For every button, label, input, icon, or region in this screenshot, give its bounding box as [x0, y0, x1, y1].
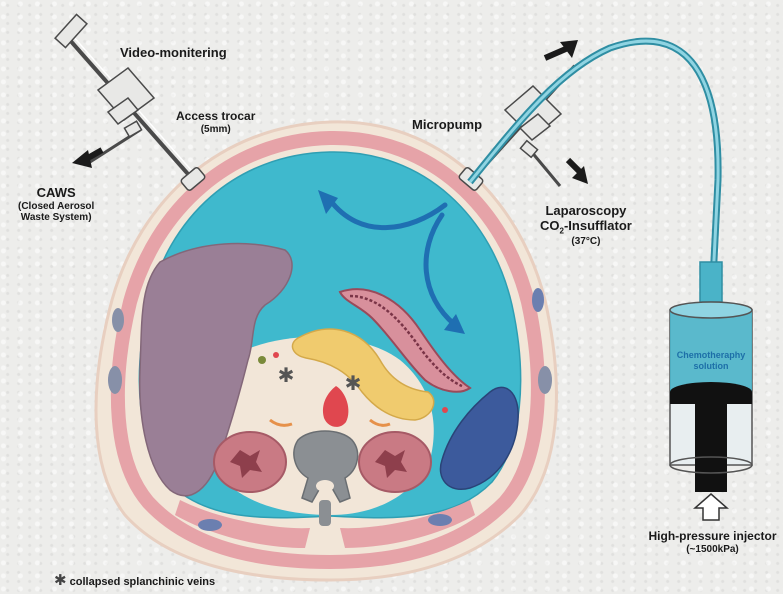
wall-muscle [112, 308, 124, 332]
wall-muscle [428, 514, 452, 526]
label-injector: High-pressure injector (~1500kPa) [642, 530, 783, 555]
co2-insufflator: CO2-Insufflator [540, 219, 632, 236]
label-access-trocar: Access trocar (5mm) [176, 110, 255, 135]
chemo-line1: Chemotheraphy [672, 350, 750, 361]
trocar-icon [55, 14, 206, 191]
abdomen-cross-section: ✱ ✱ [96, 122, 556, 580]
wall-muscle [108, 366, 122, 394]
asterisk-icon: ✱ [345, 371, 362, 395]
caws-name: CAWS [18, 186, 94, 201]
legend-text: collapsed splanchinic veins [70, 576, 216, 588]
spinous-process [319, 500, 331, 526]
arrow-icon [545, 48, 568, 58]
legend: ✱ collapsed splanchinic veins [54, 572, 215, 589]
caws-line2: Waste System) [18, 212, 94, 224]
label-micropump: Micropump [412, 118, 482, 133]
co2-text: CO [540, 218, 560, 233]
label-caws: CAWS (Closed Aerosol Waste System) [18, 186, 94, 224]
spinal-canal [316, 480, 334, 492]
insufflator-text: -Insufflator [564, 218, 632, 233]
wall-muscle [198, 519, 222, 531]
wall-muscle [532, 288, 544, 312]
arrow-icon [568, 160, 582, 174]
injector-pressure: (~1500kPa) [642, 544, 783, 556]
asterisk-icon: ✱ [278, 363, 295, 387]
access-trocar-size: (5mm) [176, 124, 255, 136]
wall-muscle [538, 366, 552, 394]
asterisk-icon: ✱ [54, 571, 67, 589]
vessel [273, 352, 279, 358]
laparoscopy-name: Laparoscopy [540, 204, 632, 219]
syringe-icon [670, 262, 752, 520]
label-video-monitoring: Video-monitering [120, 46, 227, 61]
caws-line1: (Closed Aerosol [18, 201, 94, 213]
vessel [442, 407, 448, 413]
injector-name: High-pressure injector [642, 530, 783, 544]
co2-temperature: (37°C) [540, 236, 632, 248]
label-laparoscopy: Laparoscopy CO2-Insufflator (37°C) [540, 204, 632, 247]
vessel [258, 356, 266, 364]
access-trocar-name: Access trocar [176, 110, 255, 124]
label-chemotherapy: Chemotheraphy solution [672, 350, 750, 372]
chemo-line2: solution [672, 361, 750, 372]
